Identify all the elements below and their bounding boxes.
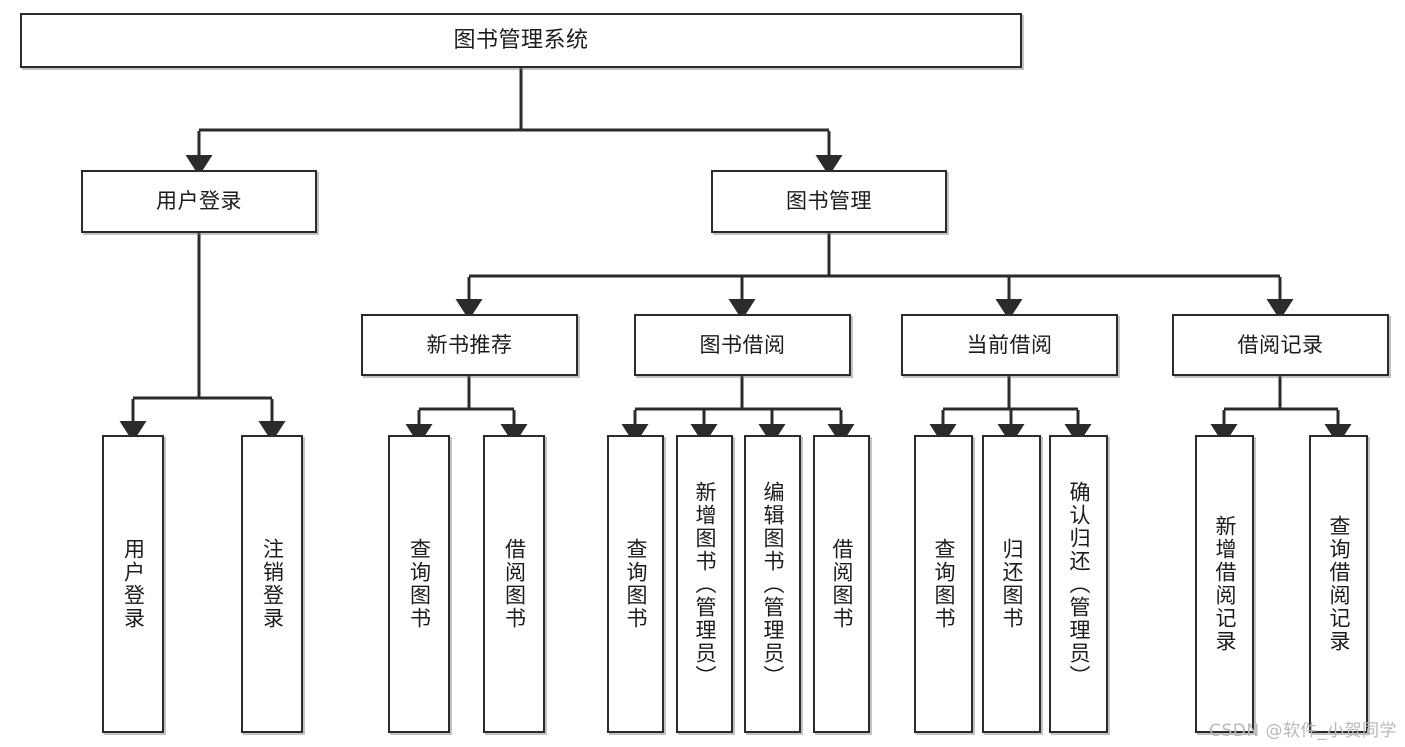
leaf-return-book[interactable]: 归还图书 bbox=[982, 435, 1041, 733]
leaf-query-book-current[interactable]: 查询图书 bbox=[914, 435, 973, 733]
node-borrow-record[interactable]: 借阅记录 bbox=[1172, 314, 1389, 376]
leaf-borrow-book-recommend[interactable]: 借阅图书 bbox=[483, 435, 545, 733]
node-current-borrow[interactable]: 当前借阅 bbox=[901, 314, 1118, 376]
node-new-book-recommend[interactable]: 新书推荐 bbox=[361, 314, 578, 376]
leaf-add-book-admin-label: 新增图书（管理员） bbox=[693, 480, 717, 688]
leaf-edit-book-admin[interactable]: 编辑图书（管理员） bbox=[744, 435, 801, 733]
node-root[interactable]: 图书管理系统 bbox=[20, 13, 1022, 68]
leaf-add-borrow-record-label: 新增借阅记录 bbox=[1213, 515, 1237, 653]
leaf-return-book-label: 归还图书 bbox=[1000, 538, 1024, 630]
leaf-query-borrow-record[interactable]: 查询借阅记录 bbox=[1309, 435, 1368, 733]
leaf-logout[interactable]: 注销登录 bbox=[241, 435, 303, 733]
leaf-borrow-book-label: 借阅图书 bbox=[830, 538, 854, 630]
leaf-borrow-book[interactable]: 借阅图书 bbox=[813, 435, 870, 733]
node-book-borrow[interactable]: 图书借阅 bbox=[634, 314, 851, 376]
leaf-add-book-admin[interactable]: 新增图书（管理员） bbox=[676, 435, 733, 733]
leaf-query-book[interactable]: 查询图书 bbox=[607, 435, 664, 733]
leaf-query-borrow-record-label: 查询借阅记录 bbox=[1327, 515, 1351, 653]
node-user-login[interactable]: 用户登录 bbox=[81, 170, 317, 233]
node-user-login-label: 用户登录 bbox=[156, 189, 242, 214]
leaf-query-book-recommend[interactable]: 查询图书 bbox=[388, 435, 450, 733]
node-current-borrow-label: 当前借阅 bbox=[966, 332, 1053, 357]
node-borrow-record-label: 借阅记录 bbox=[1237, 332, 1324, 357]
leaf-query-book-label: 查询图书 bbox=[624, 538, 648, 630]
node-new-book-recommend-label: 新书推荐 bbox=[426, 332, 513, 357]
leaf-borrow-book-recommend-label: 借阅图书 bbox=[502, 538, 527, 630]
leaf-edit-book-admin-label: 编辑图书（管理员） bbox=[761, 480, 785, 688]
node-root-label: 图书管理系统 bbox=[453, 27, 589, 53]
leaf-user-login-label: 用户登录 bbox=[121, 538, 146, 630]
leaf-confirm-return-admin[interactable]: 确认归还（管理员） bbox=[1049, 435, 1108, 733]
node-book-borrow-label: 图书借阅 bbox=[699, 332, 786, 357]
leaf-query-book-current-label: 查询图书 bbox=[932, 538, 956, 630]
node-book-management-label: 图书管理 bbox=[786, 189, 872, 214]
leaf-user-login[interactable]: 用户登录 bbox=[102, 435, 164, 733]
leaf-logout-label: 注销登录 bbox=[260, 538, 285, 630]
leaf-add-borrow-record[interactable]: 新增借阅记录 bbox=[1195, 435, 1254, 733]
leaf-query-book-recommend-label: 查询图书 bbox=[407, 538, 432, 630]
node-book-management[interactable]: 图书管理 bbox=[711, 170, 947, 233]
leaf-confirm-return-admin-label: 确认归还（管理员） bbox=[1067, 480, 1091, 688]
